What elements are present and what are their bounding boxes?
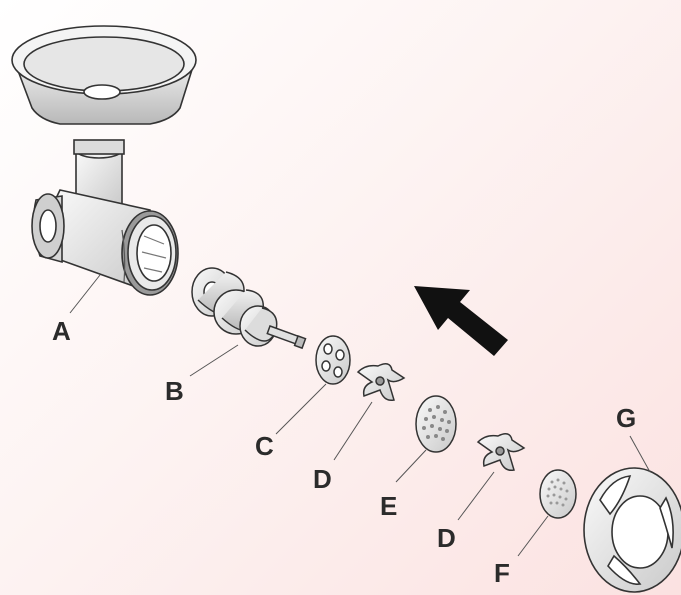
locking-ring xyxy=(583,467,681,593)
label-e: E xyxy=(380,491,398,521)
cutting-plate-medium xyxy=(415,395,457,453)
leader-line-g xyxy=(629,435,651,473)
hopper-tray-hole xyxy=(83,84,121,100)
leader-line-d2 xyxy=(457,471,495,521)
label-g: G xyxy=(616,403,637,433)
label-c: C xyxy=(255,431,274,461)
blade-second xyxy=(476,433,526,472)
label-f: F xyxy=(494,558,510,588)
label-d-second: D xyxy=(437,523,456,553)
leader-line-d1 xyxy=(333,401,373,461)
grinder-housing xyxy=(11,25,197,296)
leader-line-f xyxy=(517,515,549,557)
leader-line-a xyxy=(69,274,101,314)
cutting-plate-fine xyxy=(539,469,577,519)
label-d-first: D xyxy=(313,464,332,494)
cutting-plate-coarse xyxy=(315,335,351,385)
blade-first xyxy=(356,363,406,402)
leader-line-b xyxy=(189,344,239,377)
auger xyxy=(191,267,307,350)
leader-line-e xyxy=(395,449,427,483)
assembly-direction-arrow-icon xyxy=(414,286,508,356)
label-a: A xyxy=(52,316,71,346)
leader-line-c xyxy=(275,383,327,435)
label-b: B xyxy=(165,376,184,406)
